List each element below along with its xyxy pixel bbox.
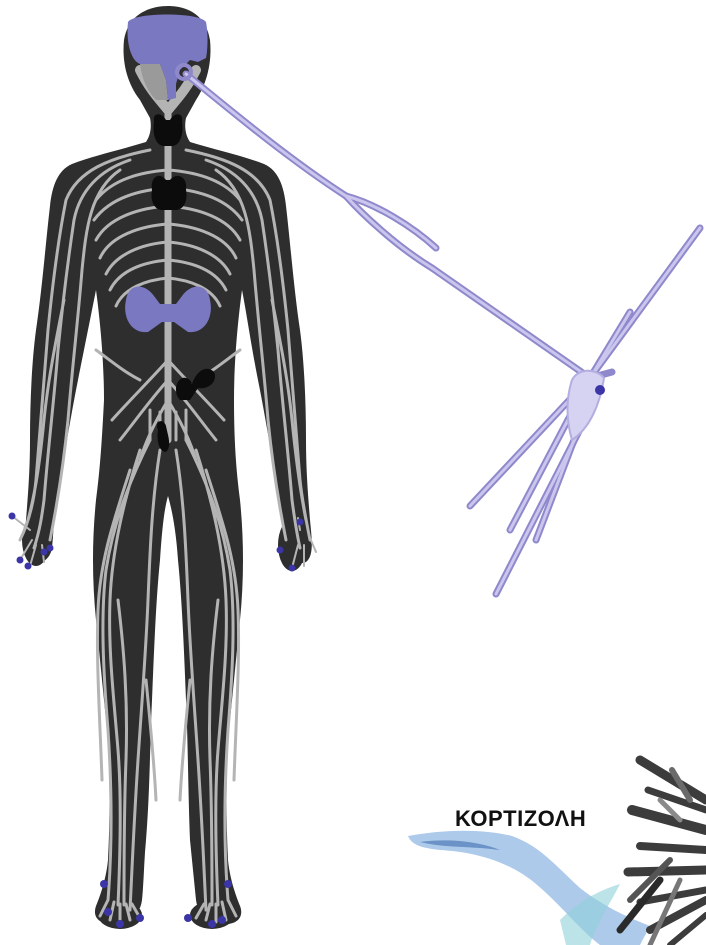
thymus bbox=[151, 176, 186, 210]
hormone-label: ΚΟΡΤΙΖΟΛΗ bbox=[455, 806, 586, 832]
cortisol-molecule-art bbox=[408, 760, 706, 945]
neuron-nucleus bbox=[595, 385, 605, 395]
hand-nerves bbox=[12, 516, 316, 568]
spiky-cluster bbox=[620, 760, 706, 945]
neuron-soma bbox=[568, 371, 605, 440]
